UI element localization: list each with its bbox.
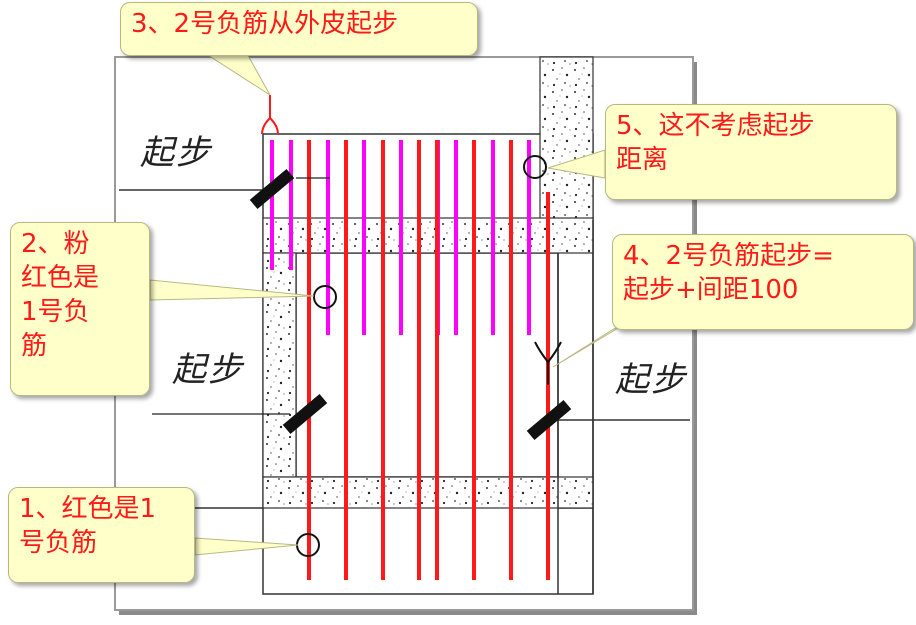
- callout-1: 1、红色是1 号负筋: [8, 487, 195, 583]
- qibu-label-middle: 起步: [172, 350, 244, 390]
- callout-4: 4、2号负筋起步= 起步+间距100: [612, 234, 914, 330]
- callout-3: 3、2号负筋从外皮起步: [120, 2, 478, 56]
- fork-mark-top: [261, 95, 279, 135]
- fork-mark-right: [534, 341, 562, 385]
- drawing-sheet: [114, 56, 694, 611]
- callout-5: 5、这不考虑起步 距离: [605, 104, 897, 200]
- right-wall-lines: [557, 220, 690, 594]
- break-marks: [249, 168, 572, 441]
- callout-2: 2、粉 红色是 1号负 筋: [10, 222, 150, 396]
- red-rebars: [307, 140, 550, 580]
- qibu-label-right: 起步: [615, 360, 687, 400]
- leader-lines-gray: [152, 177, 330, 415]
- qibu-label-top: 起步: [140, 133, 212, 173]
